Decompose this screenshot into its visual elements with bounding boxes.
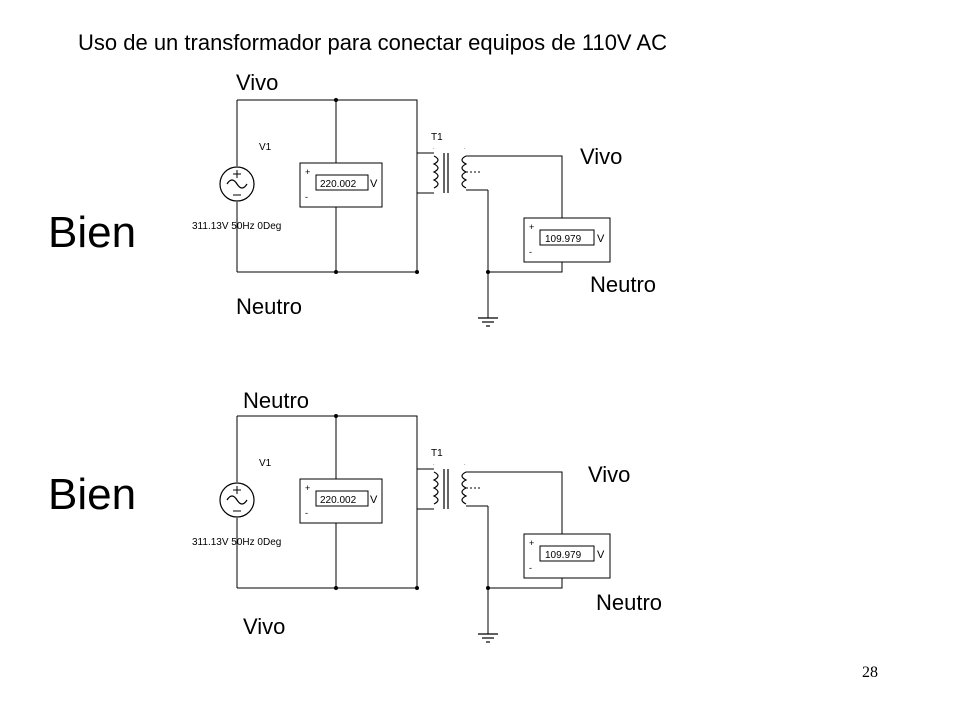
circuit-2-wiring bbox=[219, 413, 611, 643]
circuit-1-wiring bbox=[219, 97, 611, 327]
meter1-minus-2: - bbox=[305, 508, 308, 518]
meter2-minus-1: - bbox=[529, 247, 532, 257]
primary-top-label-1: Vivo bbox=[236, 70, 279, 95]
meter1-value-2: 220.002 bbox=[320, 495, 357, 506]
primary-bottom-label-2: Vivo bbox=[243, 614, 286, 639]
meter1-plus-1: + bbox=[305, 167, 310, 177]
meter2-plus-1: + bbox=[529, 222, 534, 232]
meter2-minus-2: - bbox=[529, 563, 532, 573]
transformer-name-1: T1 bbox=[431, 132, 443, 143]
page-number: 28 bbox=[862, 664, 878, 681]
source-name-2: V1 bbox=[259, 458, 272, 469]
status-label-1: Bien bbox=[48, 208, 137, 257]
secondary-bottom-label-2: Neutro bbox=[596, 590, 663, 615]
meter2-plus-2: + bbox=[529, 538, 534, 548]
circuit-2: V1 311.13V 50Hz 0Deg T1 + - 220.002 V + … bbox=[192, 413, 611, 643]
meter1-value-1: 220.002 bbox=[320, 179, 357, 190]
secondary-bottom-label-1: Neutro bbox=[590, 272, 657, 297]
meter2-value-2: 109.979 bbox=[545, 550, 582, 561]
meter1-minus-1: - bbox=[305, 192, 308, 202]
meter1-unit-1: V bbox=[370, 178, 378, 190]
meter2-unit-1: V bbox=[597, 233, 605, 245]
circuit-1: V1 311.13V 50Hz 0Deg T1 + - 220.002 V + … bbox=[192, 97, 611, 327]
secondary-top-label-2: Vivo bbox=[588, 462, 631, 487]
transformer-name-2: T1 bbox=[431, 448, 443, 459]
meter2-unit-2: V bbox=[597, 549, 605, 561]
secondary-top-label-1: Vivo bbox=[580, 144, 623, 169]
meter2-value-1: 109.979 bbox=[545, 234, 582, 245]
slide-title: Uso de un transformador para conectar eq… bbox=[78, 30, 668, 55]
source-name-1: V1 bbox=[259, 142, 272, 153]
status-label-2: Bien bbox=[48, 470, 137, 519]
source-spec-1: 311.13V 50Hz 0Deg bbox=[192, 221, 281, 232]
primary-top-label-2: Neutro bbox=[243, 388, 310, 413]
primary-bottom-label-1: Neutro bbox=[236, 294, 303, 319]
meter1-plus-2: + bbox=[305, 483, 310, 493]
meter1-unit-2: V bbox=[370, 494, 378, 506]
source-spec-2: 311.13V 50Hz 0Deg bbox=[192, 537, 281, 548]
